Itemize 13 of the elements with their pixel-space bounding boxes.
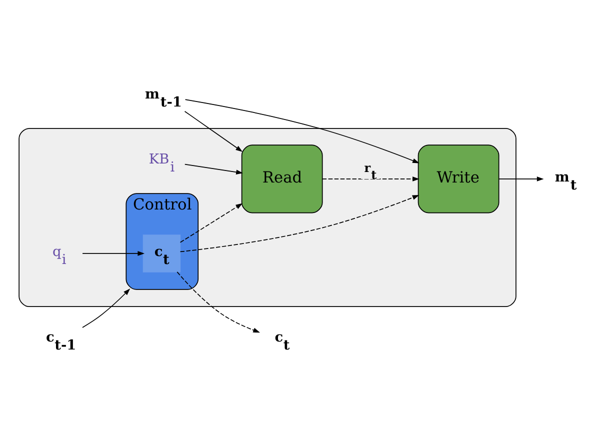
arrow bbox=[82, 288, 130, 328]
arrow bbox=[322, 176, 420, 181]
arrow bbox=[180, 194, 420, 252]
cluster bbox=[18, 127, 516, 307]
arrow bbox=[180, 202, 243, 242]
node-box: Read bbox=[241, 144, 323, 213]
arrow bbox=[176, 270, 260, 332]
arrow bbox=[184, 163, 243, 174]
node-box: Write bbox=[418, 144, 500, 213]
arrow bbox=[184, 98, 420, 163]
arrow bbox=[498, 176, 544, 181]
arrow bbox=[184, 110, 243, 152]
arrow bbox=[82, 250, 145, 256]
